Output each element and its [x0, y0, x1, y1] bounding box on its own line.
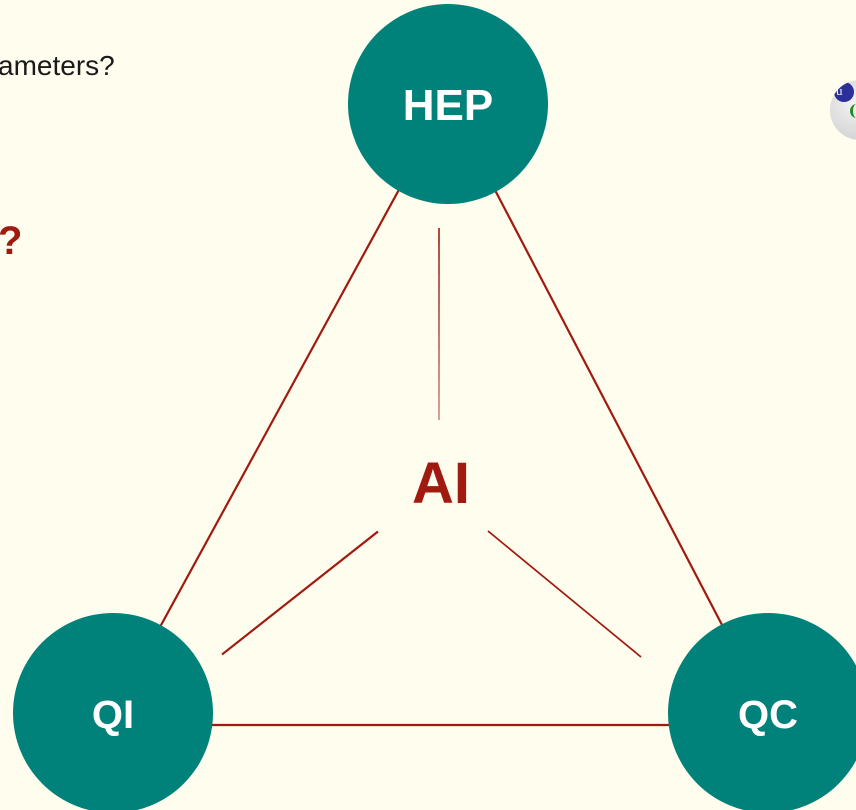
spoke-qc-ai: [487, 530, 642, 658]
spoke-hep-ai: [438, 228, 440, 420]
node-qi-label: QI: [92, 693, 134, 737]
partial-question-mark: ?: [0, 219, 23, 263]
node-qi: QI: [13, 613, 213, 810]
center-label-ai: AI: [412, 451, 470, 516]
partial-question-text: ameters?: [0, 50, 115, 81]
node-qc: QC: [668, 613, 856, 810]
logo-text: u: [836, 83, 843, 98]
logo-dot: [834, 82, 854, 102]
edge-hep-qc: [447, 99, 769, 714]
edge-hep-qi: [112, 99, 449, 714]
node-hep: HEP: [348, 4, 548, 204]
node-qc-label: QC: [738, 693, 798, 737]
spoke-qi-ai: [221, 530, 379, 656]
node-hep-label: HEP: [403, 81, 493, 130]
logo-mark: [850, 104, 856, 118]
